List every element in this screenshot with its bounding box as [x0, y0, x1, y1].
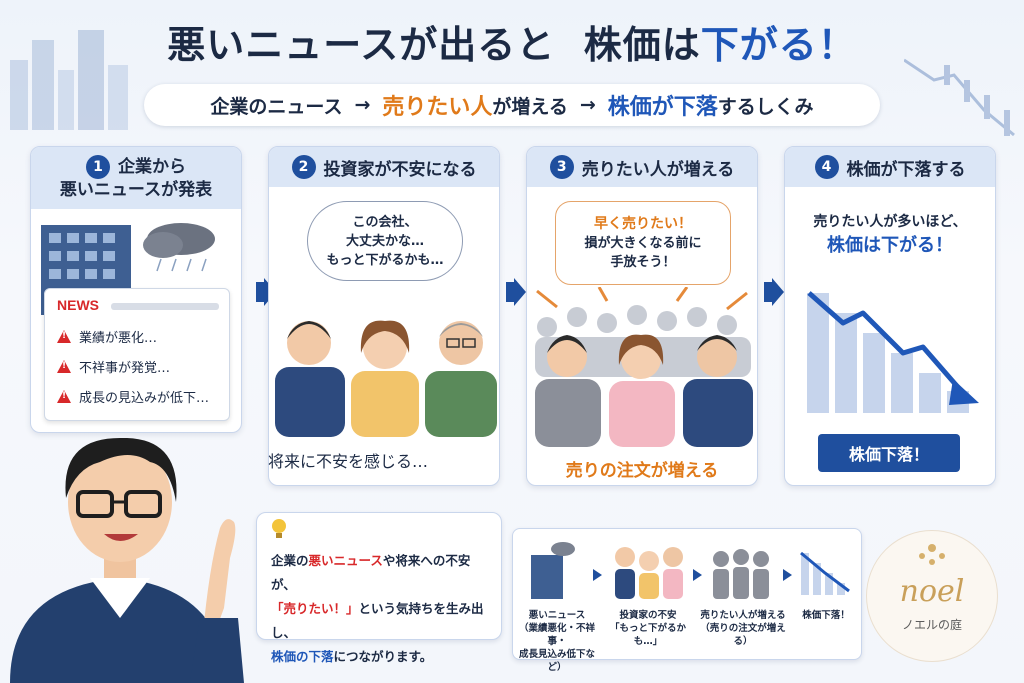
down-arrow-icon: [949, 379, 979, 405]
mini-caption-1: 悪いニュース（業績悪化・不祥事・成長見込み低下など）: [518, 610, 595, 673]
city-skyline-decoration: [10, 30, 128, 130]
step-number: 2: [291, 155, 316, 179]
news-headline-bar: [111, 303, 219, 310]
crowd-selling-illustration: [535, 287, 753, 447]
falling-bar-chart-illustration: [807, 291, 979, 413]
mini-caption-2: 投資家の不安「もっと下がるかも…」: [609, 610, 686, 647]
summary-tip-box: 企業の悪いニュースや将来への不安が、 「売りたい！」という気持ちを生み出し、 株…: [256, 512, 502, 664]
worry-thought-bubble: この会社、 大丈夫かな… もっと下がるかも…: [307, 201, 463, 281]
mini-flow-summary: 悪いニュース（業績悪化・不祥事・成長見込み低下など） 投資家の不安「もっと下がる…: [512, 528, 862, 673]
step-2-caption: 将来に不安を感じる…: [268, 452, 429, 471]
logo-subtitle: ノエルの庭: [901, 618, 962, 632]
step-number: 4: [814, 155, 839, 179]
mini-falling-chart-icon: [800, 551, 850, 595]
step-number: 1: [86, 155, 110, 179]
mini-arrow-icon: [593, 569, 602, 581]
floral-ornament-icon: [919, 544, 945, 565]
news-item: 成長の見込みが低下…: [57, 387, 209, 406]
news-item: 業績が悪化…: [57, 327, 157, 346]
subtitle-banner: 企業のニュース → 売りたい人が増える → 株価が下落するしくみ: [144, 84, 880, 126]
news-panel: NEWS 業績が悪化… 不祥事が発覚… 成長の見込みが低下…: [44, 288, 230, 421]
mini-caption-4: 株価下落！: [802, 610, 850, 621]
worried-investors-illustration: [275, 320, 497, 437]
mini-crowd-icon: [713, 549, 769, 599]
mini-arrow-icon: [783, 569, 792, 581]
step-4-text: 売りたい人が多いほど、 株価は下がる！: [813, 214, 967, 256]
step-3-caption: 売りの注文が増える: [565, 461, 719, 481]
falling-candlestick-decoration: [904, 58, 1015, 137]
mini-investors-icon: [615, 547, 683, 599]
step-number: 3: [549, 155, 574, 179]
mini-building-icon: [531, 542, 575, 599]
stock-drop-badge: 株価下落！: [818, 434, 960, 472]
presenter-man-illustration: [10, 437, 244, 683]
page-title: 悪いニュースが出ると 株価は下がる！: [167, 23, 857, 67]
warning-icon: [57, 360, 71, 373]
logo-script-text: noel: [899, 574, 965, 609]
flow-arrow-icon: [764, 278, 784, 310]
warning-icon: [57, 390, 71, 403]
lightbulb-icon: [272, 519, 286, 538]
mini-arrow-icon: [693, 569, 702, 581]
warning-icon: [57, 330, 71, 343]
flow-arrow-icon: [506, 278, 526, 310]
news-label: NEWS: [57, 297, 99, 313]
mini-caption-3: 売りたい人が増える（売りの注文が増える）: [700, 610, 786, 647]
sell-speech-bubble: 早く売りたい！ 損が大きくなる前に 手放そう！: [555, 201, 731, 285]
flow-arrow-icon: [256, 278, 276, 310]
news-item: 不祥事が発覚…: [57, 357, 170, 376]
